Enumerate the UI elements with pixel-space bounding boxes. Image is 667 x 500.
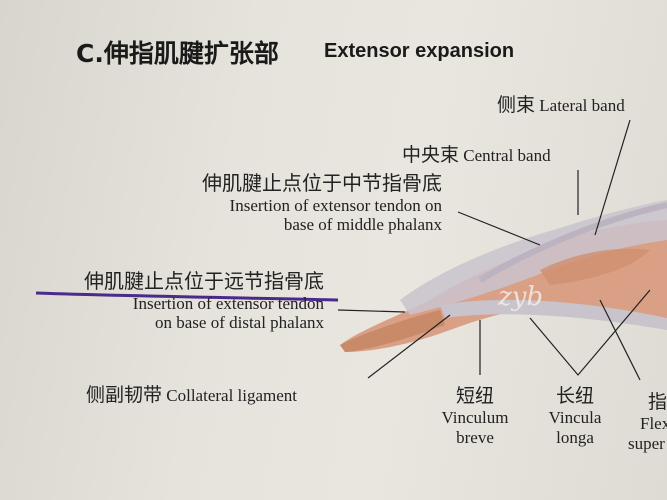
label-flexor-superficialis: 指 Flex super [628,390,667,454]
label-en-1: Vincula [548,408,602,427]
handwritten-underline [35,291,339,302]
label-cn: 伸肌腱止点位于远节指骨底 [84,269,324,293]
muscle-highlight [540,248,650,285]
page-title-english: Extensor expansion [324,40,515,62]
label-cn: 侧副韧带 [86,384,163,406]
label-central-band: 中央束 Central band [402,140,551,167]
extensor-tendon [400,200,667,315]
label-en: Lateral band [539,96,625,115]
label-cn: 中央束 [402,144,460,166]
label-collateral-ligament: 侧副韧带 Collateral ligament [86,380,297,407]
label-cn: 伸肌腱止点位于中节指骨底 [202,171,442,195]
label-cn: 长纽 [555,385,594,407]
lateral-band-shape [478,202,667,283]
distal-phalanx [340,310,445,352]
label-en-1: Vinculum [441,408,509,427]
label-en-2: base of middle phalanx [283,215,442,234]
label-en-1: Insertion of extensor tendon [132,294,324,313]
label-en-2: super [628,434,665,453]
label-en-2: breve [456,428,494,447]
page-title: C.伸指肌腱扩张部 [76,39,279,68]
label-en-2: longa [556,428,594,447]
label-insertion-distal: 伸肌腱止点位于远节指骨底 Insertion of extensor tendo… [84,268,324,332]
label-en: Central band [463,146,551,165]
flexor-tendon [440,299,667,330]
label-cn: 侧束 [497,94,536,116]
watermark-logo: zyb [497,282,543,312]
label-lateral-band: 侧束 Lateral band [497,90,625,117]
label-en-2: on base of distal phalanx [154,313,324,332]
label-en: Collateral ligament [166,386,298,405]
label-insertion-middle: 伸肌腱止点位于中节指骨底 Insertion of extensor tendo… [202,170,442,234]
label-cn: 短纽 [455,385,494,407]
label-vincula-longa: 长纽 Vincula longa [537,384,613,448]
label-cn: 指 [648,391,667,413]
label-vinculum-breve: 短纽 Vinculum breve [432,384,518,448]
label-en-1: Insertion of extensor tendon on [229,196,442,215]
label-en-1: Flex [640,414,667,433]
leader-lines [337,119,651,381]
